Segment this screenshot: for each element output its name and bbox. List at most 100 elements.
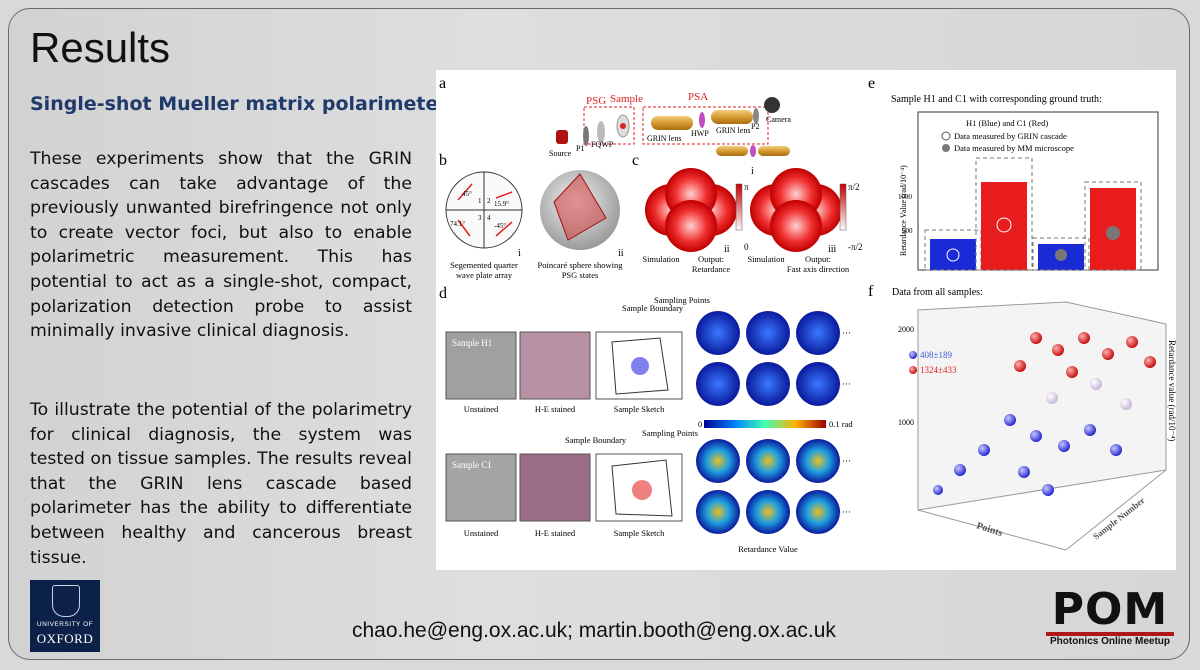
panel-c-grin-2-icon bbox=[758, 146, 790, 156]
psa-label: PSA bbox=[688, 91, 708, 103]
hwp-label: HWP bbox=[691, 129, 709, 138]
legend-grin: Data measured by GRIN cascade bbox=[954, 131, 1067, 141]
oxford-logo: UNIVERSITY OF OXFORD bbox=[30, 580, 100, 652]
retardance-jet-colorbar bbox=[704, 420, 826, 428]
scatter-ball-red-4 bbox=[1102, 348, 1114, 360]
pom-logo-bar bbox=[1046, 632, 1174, 636]
sim-label-2: Simulation bbox=[747, 254, 785, 264]
red-legend-marker bbox=[909, 366, 917, 374]
h1-disk-4 bbox=[696, 362, 740, 406]
panel-e-tick-1000: 1000 bbox=[898, 193, 913, 201]
roman-i-c: i bbox=[751, 166, 754, 177]
scatter-ball-blue-10 bbox=[1110, 444, 1122, 456]
retardance-colorbar bbox=[735, 183, 743, 231]
blue-legend-marker bbox=[909, 351, 917, 359]
scatter-ball-red-7 bbox=[1014, 360, 1026, 372]
h1-dots-1: ··· bbox=[842, 328, 851, 338]
boundary-label-2: Sample Boundary bbox=[565, 435, 627, 445]
h1-disk-2 bbox=[746, 311, 790, 355]
quadrant-3: 3 bbox=[478, 214, 482, 222]
scatter-ball-red-3 bbox=[1078, 332, 1090, 344]
c1-sketch-boundary bbox=[611, 459, 673, 517]
grin-lens-2-icon bbox=[711, 110, 753, 124]
scatter-ball-blue-7 bbox=[1018, 466, 1030, 478]
out-label-2b: Fast axis direction bbox=[787, 264, 850, 274]
panel-b-letter: b bbox=[439, 152, 447, 169]
qwp-caption-1: Segemented quarter bbox=[450, 260, 518, 270]
quadrant-2: 2 bbox=[487, 197, 491, 205]
retardance-disk-4 bbox=[665, 200, 717, 252]
out-label-1a: Output: bbox=[698, 254, 724, 264]
sample-h1-label: Sample H1 bbox=[452, 338, 492, 348]
quadrant-4: 4 bbox=[487, 214, 491, 222]
pom-logo-word: POM bbox=[1051, 584, 1169, 635]
c1-he-label: H-E stained bbox=[535, 528, 576, 538]
scatter-ball-blue-1 bbox=[1004, 414, 1016, 426]
scatter-ball-red-1 bbox=[1030, 332, 1042, 344]
scatter-ball-blue-3 bbox=[1058, 440, 1070, 452]
pom-logo: POM Photonics Online Meetup bbox=[1040, 584, 1180, 650]
c1-bar-high bbox=[981, 182, 1027, 270]
roman-ii-c: ii bbox=[724, 244, 730, 255]
sphere-caption-1: Poincaré sphere showing bbox=[538, 260, 624, 270]
retardance-value-label: Retardance Value bbox=[738, 544, 798, 554]
legend-title: H1 (Blue) and C1 (Red) bbox=[966, 118, 1048, 128]
qwp-caption-2: wave plate array bbox=[456, 270, 513, 280]
qwp-arrow-2 bbox=[495, 191, 513, 199]
panel-f-title: Data from all samples: bbox=[892, 287, 983, 298]
h1-disk-1 bbox=[696, 311, 740, 355]
camera-label: Camera bbox=[766, 115, 791, 124]
h1-unstained-image bbox=[445, 331, 517, 400]
c1-unstained-image bbox=[445, 453, 517, 522]
qwp-arrow-3 bbox=[457, 219, 471, 237]
cb2-top: π/2 bbox=[848, 182, 860, 192]
jet-cb-right: 0.1 rad bbox=[829, 419, 853, 429]
source-label: Source bbox=[549, 149, 572, 158]
sim-label-1: Simulation bbox=[642, 254, 680, 264]
slide-subtitle: Single-shot Mueller matrix polarimeter bbox=[30, 93, 448, 115]
oxford-crest-icon bbox=[52, 585, 80, 617]
panel-c-grin-1-icon bbox=[716, 146, 748, 156]
h1-he-label: H-E stained bbox=[535, 404, 576, 414]
angle-45: 45° bbox=[462, 190, 472, 198]
cb1-bottom: 0 bbox=[744, 242, 749, 252]
legend-open-circle-icon bbox=[941, 131, 951, 141]
scatter-ball-white-3 bbox=[1120, 398, 1132, 410]
panel-f-xlabel: Points bbox=[975, 520, 1004, 539]
c1-disk-2 bbox=[746, 439, 790, 483]
panel-e-title: Sample H1 and C1 with corresponding grou… bbox=[891, 94, 1102, 105]
scatter-ball-red-5 bbox=[1126, 336, 1138, 348]
panel-c-letter: c bbox=[632, 152, 639, 169]
panel-e-ylabel: Retardance Value (rad/10⁻⁴) bbox=[899, 165, 908, 256]
sample-c1-label: Sample C1 bbox=[452, 460, 492, 470]
grin-lens-1-label: GRIN lens bbox=[647, 134, 681, 143]
oxford-logo-line1: UNIVERSITY OF bbox=[36, 621, 94, 628]
h1-disk-3 bbox=[796, 311, 840, 355]
panel-e-letter: e bbox=[868, 75, 875, 92]
psg-box bbox=[583, 106, 635, 145]
panel-d-letter: d bbox=[439, 285, 447, 302]
h1-sampling-points bbox=[631, 357, 649, 375]
c1-disk-4 bbox=[696, 490, 740, 534]
h1-2-mm-marker bbox=[1055, 249, 1067, 261]
c1-sampling-points bbox=[632, 480, 652, 500]
h1-low-grin-marker bbox=[946, 248, 960, 262]
scatter-ball-blue-9 bbox=[933, 485, 943, 495]
h1-bar-low bbox=[930, 239, 976, 270]
panel-c-hwp-icon bbox=[750, 145, 756, 157]
boundary-label-1: Sample Boundary bbox=[622, 303, 684, 313]
angle-74-1: 74.1° bbox=[450, 220, 465, 228]
figure-svg: a PSG Sample PSA Source P1 FQWP GRIN len… bbox=[439, 75, 1177, 554]
jet-cb-left: 0 bbox=[698, 419, 702, 429]
angle-minus-45: -45° bbox=[494, 222, 506, 230]
scatter-ball-blue-5 bbox=[978, 444, 990, 456]
panel-a-letter: a bbox=[439, 75, 446, 92]
panel-f-floor-edge-2 bbox=[1065, 469, 1167, 551]
c1-gt-box-2 bbox=[1084, 181, 1142, 271]
legend-filled-circle-icon bbox=[942, 144, 950, 152]
contact-email[interactable]: chao.he@eng.ox.ac.uk; martin.booth@eng.o… bbox=[352, 619, 836, 642]
scatter-ball-blue-6 bbox=[954, 464, 966, 476]
h1-dots-2: ··· bbox=[842, 379, 851, 389]
red-stat: 1324±433 bbox=[920, 365, 957, 375]
